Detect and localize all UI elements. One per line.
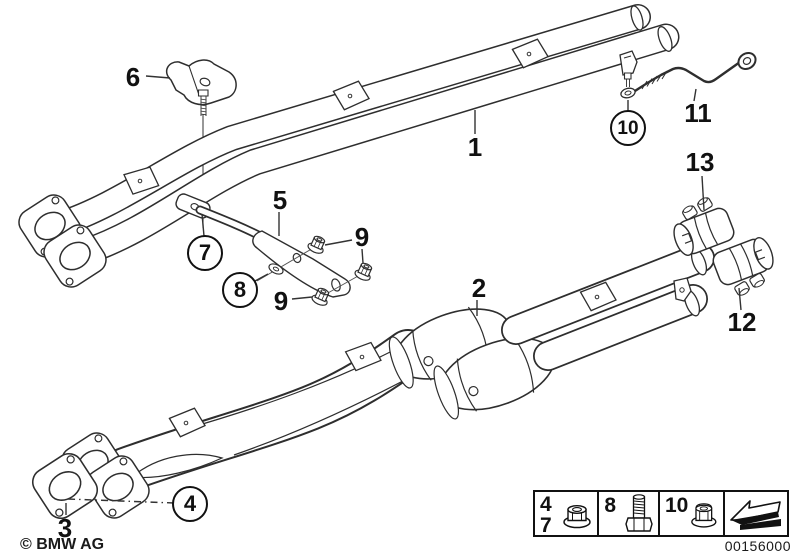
callout-5[interactable]: 5 [272, 185, 288, 215]
holder-bracket-part-6 [165, 59, 237, 116]
holder-clip-part-10 [619, 50, 638, 99]
nut-part-9 [352, 260, 376, 283]
callout-leader-lines [65, 75, 742, 515]
callout-13[interactable]: 13 [685, 147, 715, 177]
legend-cell-10: 10 [660, 492, 725, 535]
hex-bolt-icon [625, 494, 653, 532]
self-locking-nut-icon [691, 502, 717, 528]
fastener-legend: 4 7 8 10 [533, 490, 789, 537]
legend-cell-direction [725, 492, 787, 535]
clamp-part-12 [709, 233, 784, 303]
callout-2[interactable]: 2 [471, 273, 487, 303]
callout-9a[interactable]: 9 [354, 222, 370, 252]
direction-of-travel-arrow-icon [730, 499, 781, 530]
flange-nut-icon [563, 504, 592, 528]
callout-12[interactable]: 12 [727, 307, 757, 337]
callout-8[interactable]: 8 [222, 272, 258, 308]
washer-part-8 [268, 263, 284, 275]
legend-label-10[interactable]: 10 [665, 494, 689, 517]
legend-label-4[interactable]: 4 [540, 493, 552, 516]
legend-label-8[interactable]: 8 [604, 494, 617, 517]
diagram-number: 00156000 [724, 538, 791, 554]
support-bracket-part-5 [175, 193, 376, 308]
callout-11[interactable]: 11 [684, 98, 712, 128]
earth-strap-part-11 [634, 51, 757, 92]
bracket-bolt [197, 89, 209, 97]
legend-label-7[interactable]: 7 [540, 514, 552, 537]
callout-3[interactable]: 3 [57, 513, 73, 543]
callout-7[interactable]: 7 [187, 235, 223, 271]
catalytic-converter-body [433, 335, 556, 420]
copyright-notice: © BMW AG [20, 536, 105, 553]
catalytic-converter-part-2 [56, 243, 715, 524]
tail-pipe-clip [673, 277, 692, 302]
callout-1[interactable]: 1 [467, 132, 483, 162]
callout-4[interactable]: 4 [172, 486, 208, 522]
nut-part-9 [305, 233, 329, 256]
front-pipe-part-1 [13, 4, 680, 293]
callout-10[interactable]: 10 [610, 110, 646, 146]
callout-9b[interactable]: 9 [273, 286, 289, 316]
clamp-part-13 [663, 190, 738, 260]
callout-6[interactable]: 6 [125, 62, 141, 92]
legend-cell-4-7: 4 7 [535, 492, 600, 537]
legend-cell-8: 8 [599, 492, 660, 535]
